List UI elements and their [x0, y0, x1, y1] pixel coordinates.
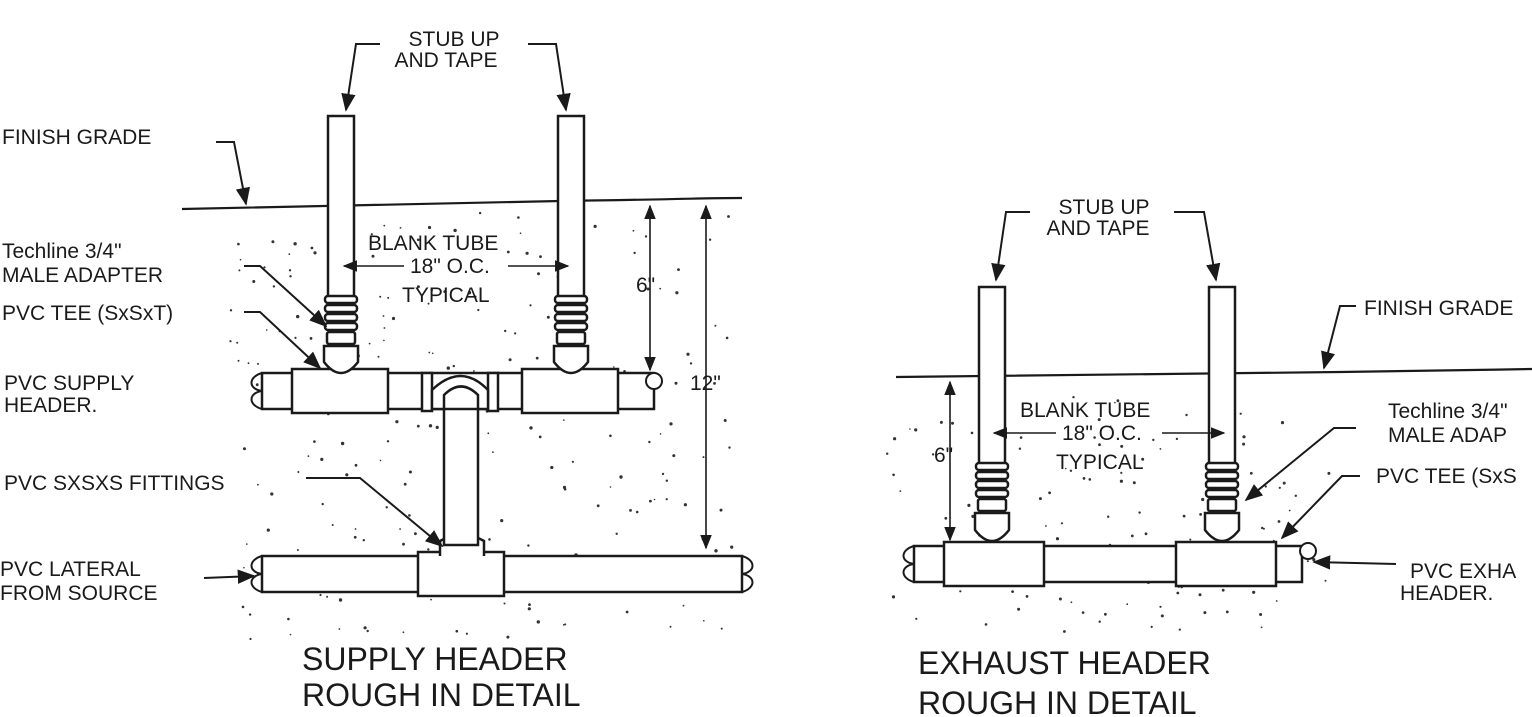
supply-adapter-label-1: Techline 3/4"	[2, 240, 122, 263]
supply-tee-label: PVC TEE (SxSxT)	[2, 302, 173, 325]
supply-header-label-1: PVC SUPPLY	[4, 372, 134, 395]
supply-finish-grade-leader	[216, 141, 250, 206]
supply-lateral-pipe	[250, 533, 754, 598]
exhaust-title-line-1: EXHAUST HEADER	[918, 645, 1211, 681]
exhaust-blank-tube-label: BLANK TUBE	[1020, 399, 1150, 422]
exhaust-header-detail: STUB UP AND TAPE FINISH GRADE BLANK TUBE…	[886, 196, 1532, 717]
supply-riser-pipe	[442, 393, 480, 547]
exhaust-header-label-1: PVC EXHA	[1410, 560, 1516, 583]
supply-lateral-leader	[203, 569, 256, 584]
supply-stub-up-leader	[341, 43, 380, 112]
exhaust-left-stub-tube	[973, 285, 1011, 543]
exhaust-right-stub-tube	[1203, 285, 1241, 543]
supply-header-pipe	[250, 367, 663, 415]
supply-finish-grade-label: FINISH GRADE	[2, 126, 151, 149]
exhaust-title-line-2: ROUGH IN DETAIL	[918, 685, 1197, 717]
supply-tee-leader	[244, 311, 322, 370]
supply-lateral-label-1: PVC LATERAL	[0, 558, 141, 581]
exhaust-finish-grade-label: FINISH GRADE	[1364, 297, 1513, 320]
supply-header-label-2: HEADER.	[4, 394, 97, 417]
exhaust-header-leader	[1312, 555, 1397, 570]
supply-adapter-leader	[244, 265, 328, 328]
supply-stub-up-label-1: STUB UP	[408, 28, 499, 51]
exhaust-typical-label: TYPICAL	[1056, 451, 1144, 474]
supply-finish-grade-line	[181, 196, 743, 211]
supply-title-line-1: SUPPLY HEADER	[302, 641, 568, 677]
exhaust-header-label-2: HEADER.	[1400, 582, 1493, 605]
exhaust-stub-up-leader	[991, 211, 1030, 282]
supply-title-line-2: ROUGH IN DETAIL	[302, 677, 581, 713]
exhaust-tee-leader	[1280, 475, 1360, 540]
supply-6in-label: 6"	[636, 274, 655, 297]
supply-typical-label: TYPICAL	[402, 284, 490, 307]
supply-header-detail: STUB UP AND TAPE FINISH GRADE Techline 3…	[0, 28, 754, 713]
supply-fittings-leader	[306, 477, 444, 548]
exhaust-header-pipe	[902, 540, 1317, 588]
exhaust-adapter-leader	[1244, 427, 1356, 502]
supply-adapter-label-2: MALE ADAPTER	[2, 264, 163, 287]
supply-right-stub-tube	[552, 114, 590, 375]
exhaust-adapter-label-1: Techline 3/4"	[1388, 400, 1508, 423]
exhaust-finish-grade-line	[895, 367, 1532, 379]
exhaust-6in-label: 6"	[934, 444, 953, 467]
supply-left-stub-tube	[322, 114, 360, 375]
exhaust-stub-up-label-2: AND TAPE	[1046, 217, 1149, 240]
exhaust-finish-grade-leader	[1321, 305, 1356, 370]
supply-spacing-label: 18" O.C.	[410, 255, 490, 278]
supply-fittings-label: PVC SXSXS FITTINGS	[4, 472, 225, 495]
supply-stub-up-label-2: AND TAPE	[394, 49, 497, 72]
exhaust-stub-up-label-1: STUB UP	[1058, 196, 1149, 219]
exhaust-adapter-label-2: MALE ADAP	[1388, 424, 1507, 447]
exhaust-tee-label: PVC TEE (SxS	[1376, 465, 1517, 488]
supply-12in-label: 12"	[690, 372, 721, 395]
exhaust-spacing-label: 18" O.C.	[1062, 422, 1142, 445]
supply-lateral-label-2: FROM SOURCE	[0, 582, 158, 605]
supply-blank-tube-label: BLANK TUBE	[368, 232, 498, 255]
